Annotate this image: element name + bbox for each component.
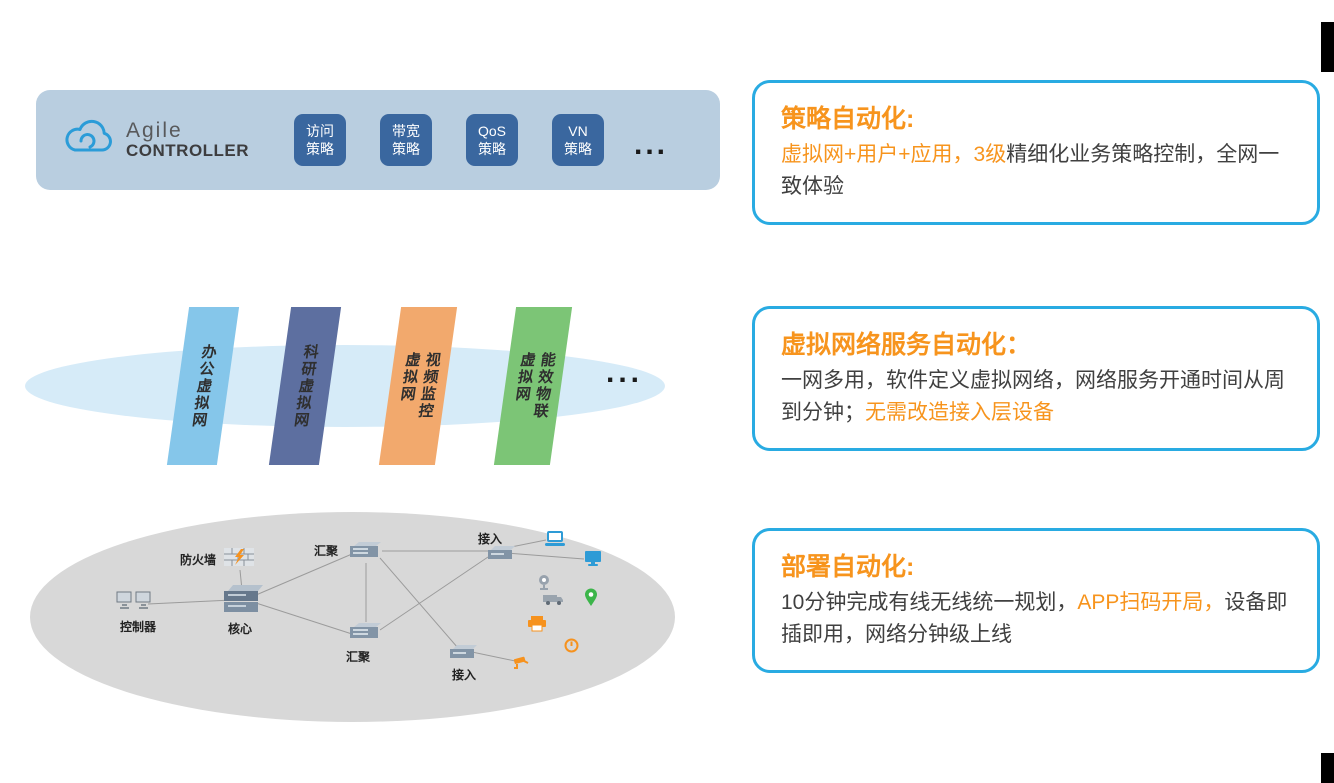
- firewall-label: 防火墙: [180, 553, 217, 567]
- location-pin-icon: [584, 588, 598, 612]
- callout-deploy-title: 部署自动化:: [781, 553, 915, 581]
- brand-agile-label: Agile: [126, 119, 183, 143]
- policy-chip-group: 访问 策略 带宽 策略 QoS 策略 VN 策略: [294, 114, 604, 166]
- agile-controller-bar: Agile CONTROLLER 访问 策略 带宽 策略 QoS 策略 VN 策…: [36, 90, 720, 190]
- screen-edge-bar-bottom: [1321, 753, 1334, 783]
- callout-deploy-seg-1: 10分钟完成有线无线统一规划，: [781, 591, 1078, 614]
- controller-icon: [116, 590, 152, 617]
- callout-deploy-seg-highlight: APP扫码开局，: [1077, 591, 1225, 614]
- access-bottom-switch-icon: [448, 644, 478, 666]
- policy-chip-qos: QoS 策略: [466, 114, 518, 166]
- agile-controller-brand: Agile CONTROLLER: [60, 117, 288, 164]
- policy-chip-bandwidth: 带宽 策略: [380, 114, 432, 166]
- vn-panel-video: 视频监控 虚拟网: [378, 307, 458, 465]
- policy-ellipsis: ...: [634, 128, 669, 161]
- aggregation-top-switch-icon: [348, 541, 382, 566]
- aggregation-bottom-label: 汇聚: [346, 650, 371, 664]
- vn-ellipsis: ...: [606, 356, 644, 389]
- laptop-icon: [544, 531, 566, 552]
- vn-panel-video-label: 视频监控 虚拟网: [397, 352, 443, 420]
- callout-policy-automation: 策略自动化: 虚拟网+用户+应用，3级精细化业务策略控制，全网一致体验: [752, 80, 1320, 225]
- callout-deploy-body: 10分钟完成有线无线统一规划，APP扫码开局，设备即插即用，网络分钟级上线: [781, 587, 1291, 650]
- vn-panel-office-label: 办公虚拟网: [189, 343, 219, 429]
- brand-controller-label: CONTROLLER: [126, 141, 250, 161]
- controller-label: 控制器: [119, 620, 156, 634]
- printer-icon: [527, 615, 547, 637]
- brand-text: Agile CONTROLLER: [126, 119, 249, 161]
- aggregation-top-label: 汇聚: [314, 544, 339, 558]
- callout-deployment-automation: 部署自动化: 10分钟完成有线无线统一规划，APP扫码开局，设备即插即用，网络分…: [752, 528, 1320, 673]
- vehicle-icon: [542, 592, 564, 611]
- cctv-camera-icon: [512, 655, 531, 676]
- callout-vn-service-automation: 虚拟网络服务自动化： 一网多用，软件定义虚拟网络，网络服务开通时间从周到分钟；无…: [752, 306, 1320, 451]
- webcam-icon: [536, 574, 552, 596]
- screen-edge-bar-top: [1321, 22, 1334, 72]
- callout-vn-seg-highlight: 无需改造接入层设备: [865, 400, 1054, 424]
- callout-policy-title: 策略自动化:: [781, 105, 915, 133]
- callout-vn-title: 虚拟网络服务自动化：: [781, 331, 1032, 359]
- cloud-logo-icon: [60, 117, 114, 164]
- vn-panel-energy-label: 能效物联 虚拟网: [512, 352, 558, 420]
- monitor-icon: [584, 550, 602, 572]
- core-switch-icon: [222, 584, 264, 621]
- callout-policy-seg-rest: 精细化业务策略控制，全网一致体验: [781, 143, 1280, 198]
- callout-policy-body: 虚拟网+用户+应用，3级精细化业务策略控制，全网一致体验: [781, 139, 1291, 202]
- callout-policy-seg-highlight: 虚拟网+用户+应用，3级: [781, 143, 1007, 166]
- vn-panel-research-label: 科研虚拟网: [291, 343, 321, 429]
- power-icon: [564, 638, 579, 658]
- policy-chip-vn: VN 策略: [552, 114, 604, 166]
- access-top-switch-icon: [486, 545, 516, 567]
- callout-deploy-seg-2: 设备即插即用，网络分钟级上线: [781, 591, 1288, 646]
- firewall-icon: [224, 548, 254, 571]
- aggregation-bottom-switch-icon: [348, 622, 382, 647]
- callout-vn-seg-main: 一网多用，软件定义虚拟网络，网络服务开通时间从周到分钟；: [781, 369, 1285, 424]
- vn-panel-energy: 能效物联 虚拟网: [493, 307, 573, 465]
- callout-vn-body: 一网多用，软件定义虚拟网络，网络服务开通时间从周到分钟；无需改造接入层设备: [781, 365, 1291, 428]
- access-bottom-label: 接入: [452, 668, 477, 682]
- core-label: 核心: [228, 622, 253, 636]
- policy-chip-access: 访问 策略: [294, 114, 346, 166]
- access-top-label: 接入: [478, 532, 503, 546]
- virtual-network-ellipse: [25, 345, 665, 427]
